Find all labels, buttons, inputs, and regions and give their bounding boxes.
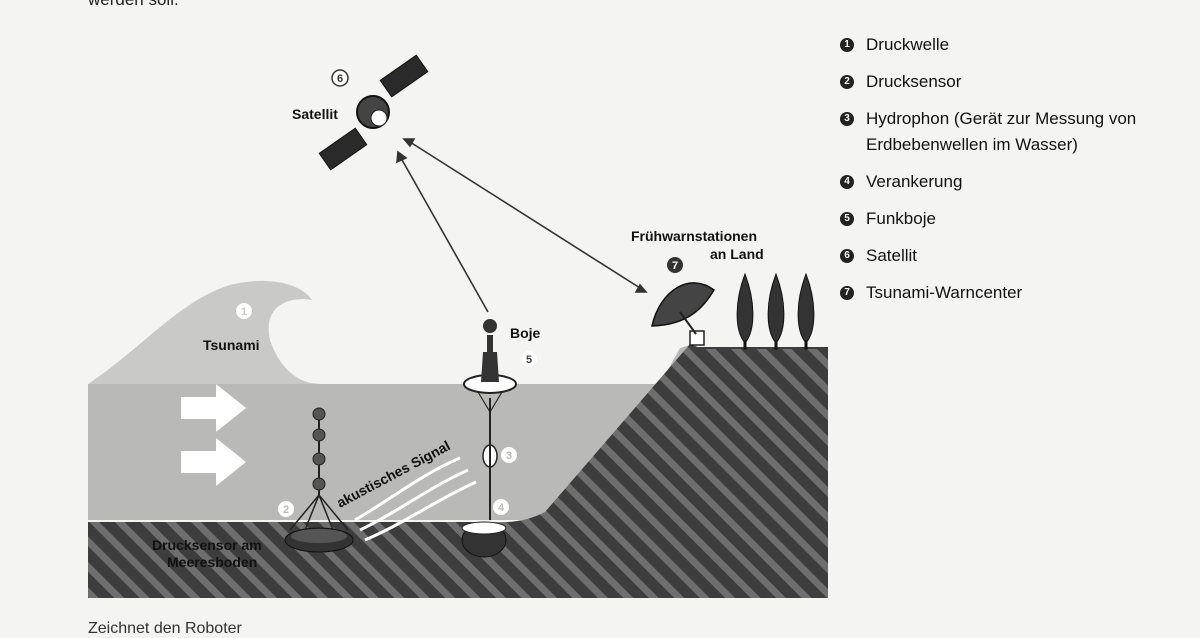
sensor-label-line1: Drucksensor am	[152, 537, 262, 553]
legend-number-badge: 1	[840, 38, 854, 52]
marker-6: 6	[331, 69, 349, 87]
legend-number-badge: 2	[840, 75, 854, 89]
stations-label-line2: an Land	[710, 246, 764, 262]
satellite-label: Satellit	[292, 106, 338, 122]
figure-caption: Zeichnet den Roboter	[88, 620, 242, 637]
marker-7: 7	[667, 257, 683, 273]
marker-5: 5	[521, 351, 537, 367]
legend-text: Druckwelle	[866, 35, 950, 54]
svg-text:6: 6	[337, 73, 343, 85]
sea-water	[88, 345, 690, 520]
legend-text: Verankerung	[866, 172, 963, 191]
wave-direction-arrow-lower	[181, 438, 246, 486]
buoy-label: Boje	[510, 325, 541, 341]
legend-text: Hydrophon (Gerät zur Messung von Erdbebe…	[866, 109, 1137, 154]
wave-direction-arrow-upper	[181, 384, 246, 432]
legend-number-badge: 5	[840, 212, 854, 226]
legend: 1 Druckwelle 2 Drucksensor 3 Hydrophon (Gerät…	[840, 32, 1190, 317]
pressure-sensor	[284, 407, 354, 553]
legend-text: Tsunami-Warncenter	[866, 283, 1023, 302]
sensor-label-line2: Meeresboden	[167, 554, 257, 570]
legend-item: 3 Hydrophon (Gerät zur Messung von Erdbeb…	[840, 106, 1190, 158]
legend-number-badge: 6	[840, 249, 854, 263]
tsunami-wave	[88, 280, 320, 384]
marker-3: 3	[501, 447, 517, 463]
tsunami-warning-diagram: Satellit Tsunami Boje Frühwarnstationen …	[88, 54, 828, 598]
tsunami-label: Tsunami	[203, 337, 260, 353]
legend-number-badge: 7	[840, 286, 854, 300]
svg-text:4: 4	[498, 502, 505, 514]
marker-2: 2	[278, 501, 294, 517]
marker-4: 4	[493, 499, 509, 515]
anchor-weight	[461, 521, 507, 558]
legend-text: Satellit	[866, 246, 918, 265]
legend-item: 1 Druckwelle	[840, 32, 1190, 58]
stations-label-line1: Frühwarnstationen	[631, 228, 757, 244]
legend-text: Funkboje	[866, 209, 936, 228]
legend-item: 5 Funkboje	[840, 206, 1190, 232]
legend-item: 2 Drucksensor	[840, 69, 1190, 95]
marker-1: 1	[236, 303, 252, 319]
legend-text: Drucksensor	[866, 72, 962, 91]
trees	[736, 272, 815, 350]
legend-item: 6 Satellit	[840, 243, 1190, 269]
seabed-and-coast	[88, 344, 828, 598]
signal-arrows	[396, 138, 648, 313]
satellite	[318, 54, 429, 171]
svg-text:5: 5	[526, 354, 532, 366]
top-text: werden soll.	[88, 0, 179, 10]
legend-item: 7 Tsunami-Warncenter	[840, 280, 1190, 306]
legend-number-badge: 4	[840, 175, 854, 189]
legend-number-badge: 3	[840, 112, 854, 126]
warning-station-dish	[651, 282, 715, 346]
acoustic-signal-waves	[354, 456, 477, 542]
svg-text:3: 3	[506, 450, 512, 462]
svg-text:7: 7	[672, 260, 678, 272]
svg-text:1: 1	[241, 306, 247, 318]
radio-buoy	[463, 319, 517, 520]
legend-item: 4 Verankerung	[840, 169, 1190, 195]
svg-text:2: 2	[283, 504, 289, 516]
